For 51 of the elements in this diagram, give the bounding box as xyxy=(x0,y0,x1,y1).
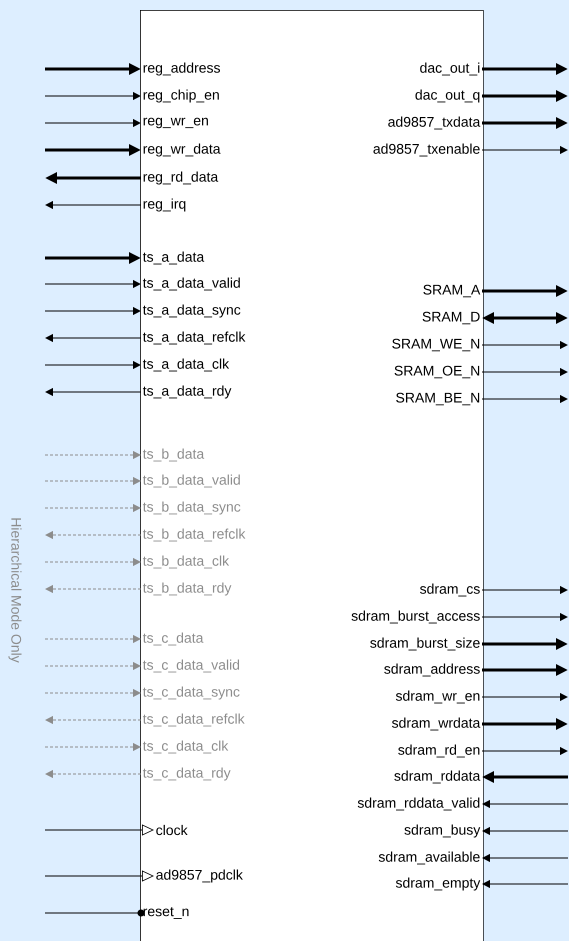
pin-label: SRAM_A xyxy=(423,284,480,298)
pin-label: sdram_cs xyxy=(420,584,480,596)
pin-label: ts_a_data_clk xyxy=(142,358,230,372)
pin-label: ts_a_data xyxy=(142,252,204,264)
pin-label: ad9857_pdclk xyxy=(156,869,243,883)
pin-label: sdram_rddata_valid xyxy=(358,798,480,810)
signal-arrow xyxy=(44,910,144,916)
pin-label: ts_c_data xyxy=(142,632,204,646)
side-note: Hierarchical Mode Only xyxy=(8,518,22,663)
pin-label: ts_c_data_valid xyxy=(142,660,240,672)
pin-label: sdram_wrdata xyxy=(392,718,480,730)
pin-label: ts_b_data_rdy xyxy=(142,582,232,596)
pin-label: sdram_address xyxy=(384,664,480,676)
pin-label: SRAM_WE_N xyxy=(392,338,480,352)
pin-label: sdram_rddata xyxy=(394,770,480,784)
pin-label: ts_c_data_rdy xyxy=(142,767,231,781)
pin-label: reg_rd_data xyxy=(144,171,218,185)
pin-label: SRAM_BE_N xyxy=(396,392,480,406)
pin-label: sdram_burst_size xyxy=(370,638,480,650)
pin-label: sdram_wr_en xyxy=(396,690,480,704)
pin-label: ad9857_txenable xyxy=(373,144,480,156)
pin-label: ts_a_data_valid xyxy=(142,278,240,290)
pin-label: dac_out_q xyxy=(415,89,480,103)
pin-label: sdram_burst_access xyxy=(352,610,480,624)
pin-label: reset_n xyxy=(144,907,188,919)
pin-label: reg_wr_data xyxy=(144,143,221,157)
pin-label: clock xyxy=(156,824,188,836)
pin-label: dac_out_i xyxy=(420,62,480,76)
pin-label: ts_b_data xyxy=(142,448,204,462)
pin-label: ts_c_data_refclk xyxy=(142,714,245,726)
module-box xyxy=(140,10,484,941)
pin-label: ts_b_data_clk xyxy=(142,556,230,568)
pin-label: ts_b_data_valid xyxy=(142,474,240,488)
pin-label: reg_wr_en xyxy=(144,118,208,128)
pin-label: reg_chip_en xyxy=(144,89,219,103)
pin-label: ts_c_data_sync xyxy=(142,686,240,700)
pin-label: reg_irq xyxy=(144,198,186,212)
pin-label: ad9857_txdata xyxy=(388,116,480,130)
pin-label: ts_b_data_refclk xyxy=(142,528,246,542)
pin-label: sdram_rd_en xyxy=(398,744,480,758)
pin-label: ts_b_data_sync xyxy=(142,501,240,515)
pin-label: sdram_available xyxy=(378,852,480,864)
pin-label: sdram_busy xyxy=(404,824,480,838)
pin-label: reg_address xyxy=(144,62,220,76)
pin-label: ts_a_data_refclk xyxy=(142,332,246,344)
pin-label: sdram_empty xyxy=(396,877,480,891)
pin-label: ts_a_data_rdy xyxy=(142,385,232,399)
pin-label: SRAM_OE_N xyxy=(394,366,480,378)
pin-label: ts_a_data_sync xyxy=(142,304,240,318)
pin-label: SRAM_D xyxy=(422,312,480,324)
pin-label: ts_c_data_clk xyxy=(142,740,228,754)
